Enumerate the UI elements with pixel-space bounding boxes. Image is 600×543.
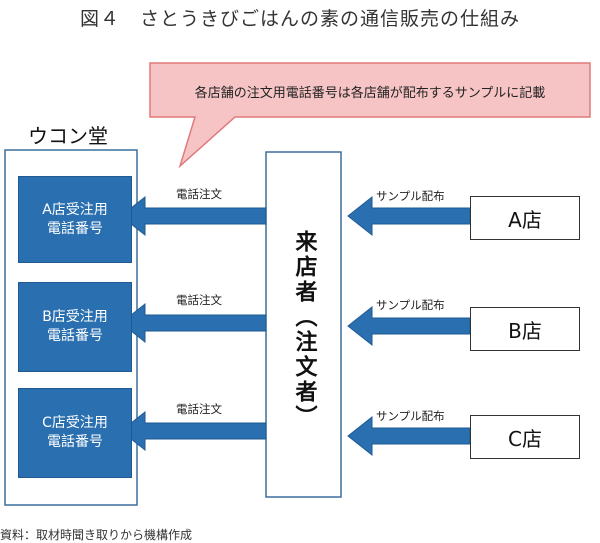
order-label-b: 電話注文 [176,293,222,307]
order-label-a: 電話注文 [176,187,222,201]
order-arrow-a [120,195,267,237]
sample-arrow-a [347,195,471,237]
dept-line2: 電話番号 [47,434,103,450]
callout-text: 各店舗の注文用電話番号は各店舗が配布するサンプルに記載 [194,86,546,101]
dept-line1: C店受注用 [42,415,108,432]
dept-line1: A店受注用 [42,201,108,218]
store-box-a: A店 [470,196,580,240]
dept-box-b: B店受注用電話番号 [18,282,132,372]
dept-line2: 電話番号 [46,328,103,344]
source-note: 資料：取材時聞き取りから機構作成 [0,528,193,542]
order-label-c: 電話注文 [176,402,222,416]
sample-label-b: サンプル配布 [376,298,445,312]
diagram-title: 図４ さとうきびごはんの素の通信販売の仕組み [79,8,520,30]
dept-line1: B店受注用 [42,309,108,326]
dept-box-c: C店受注用電話番号 [18,388,132,478]
sample-label-a: サンプル配布 [376,189,445,203]
sample-label-c: サンプル配布 [376,409,445,423]
store-box-c: C店 [470,415,580,459]
customer-label: 来店者（注文者） [291,230,317,430]
sample-arrow-c [347,415,471,457]
sample-arrow-b [347,305,471,347]
store-box-b: B店 [470,307,580,351]
order-arrow-b [120,302,267,344]
dept-line2: 電話番号 [46,220,103,237]
order-arrow-c [120,410,267,452]
company-name: ウコン堂 [28,124,108,148]
dept-box-a: A店受注用電話番号 [18,176,132,263]
callout-bubble [149,62,591,169]
